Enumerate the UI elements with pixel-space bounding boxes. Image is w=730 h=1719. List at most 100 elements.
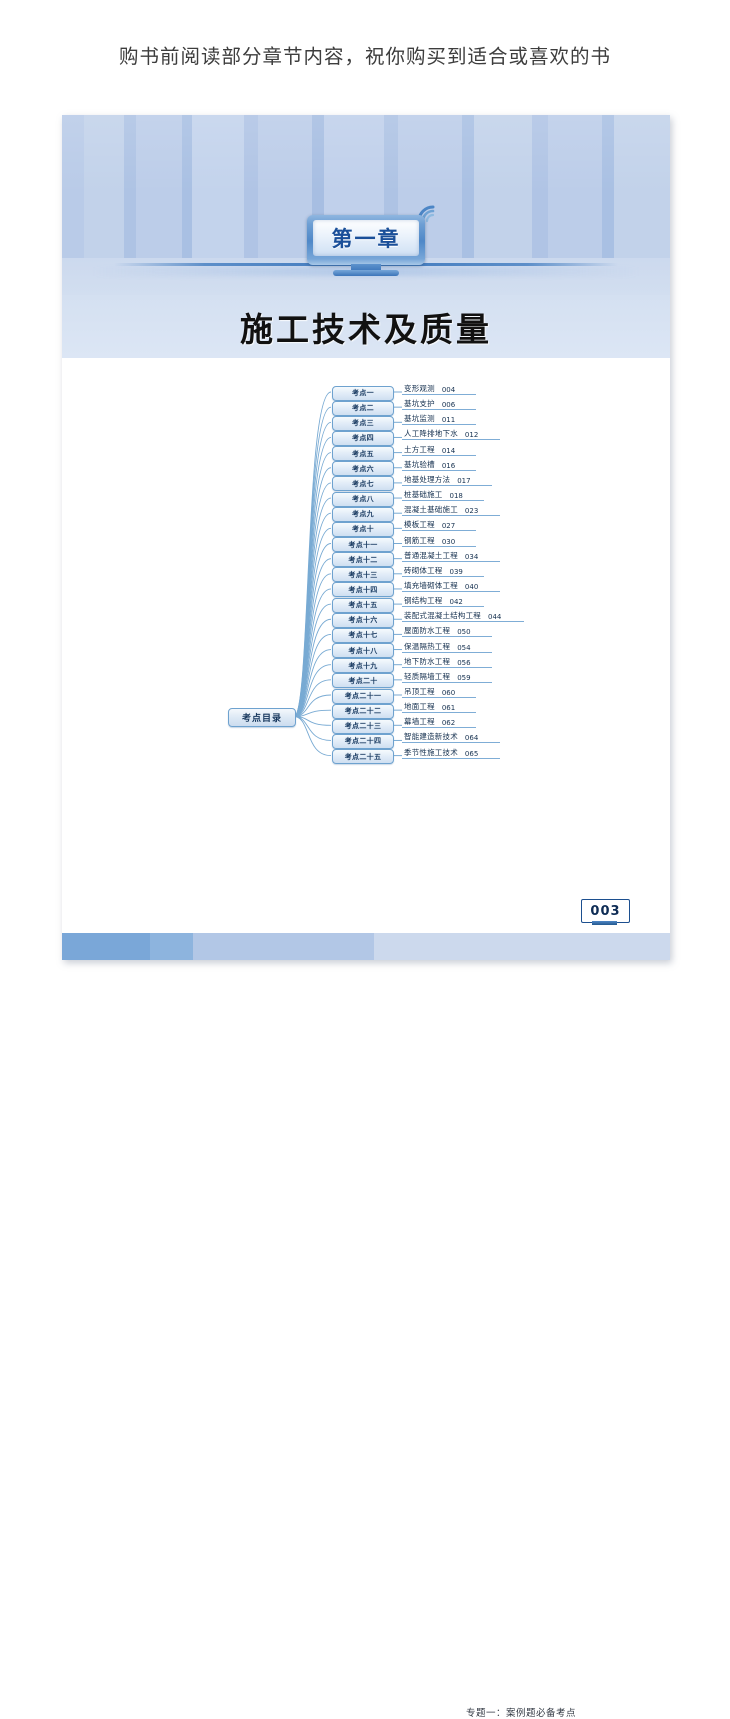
branch-key-label: 考点一 (352, 388, 374, 397)
branch-key-label: 考点二十一 (344, 691, 382, 700)
mindmap-leaf-10[interactable]: 模板工程 027 (402, 517, 476, 532)
mindmap-branch-chip-1[interactable]: 考点一 (332, 385, 394, 401)
branch-key-label: 考点十七 (348, 630, 378, 640)
mindmap-branch-chip-2[interactable]: 考点二 (332, 400, 394, 416)
mindmap-branch-chip-12[interactable]: 考点十二 (332, 552, 394, 568)
monitor-base (333, 270, 399, 276)
leaf-topic-label: 地下防水工程 (404, 656, 451, 666)
branch-key-label: 考点十八 (348, 645, 378, 655)
mindmap-branch-chip-20[interactable]: 考点二十 (332, 673, 394, 689)
leaf-underline (402, 409, 476, 411)
leaf-topic-label: 钢筋工程 (404, 535, 435, 545)
footer-section-label: 专题一：案例题必备考点 (466, 1708, 577, 1719)
mindmap-leaf-6[interactable]: 基坑验槽 016 (402, 457, 476, 471)
footer-color-bar (62, 933, 670, 960)
mindmap-leaf-19[interactable]: 地下防水工程 056 (402, 654, 492, 668)
leaf-page-number: 056 (457, 658, 471, 667)
branch-key-label: 考点十一 (348, 539, 378, 549)
leaf-underline (402, 651, 492, 653)
branch-key-label: 考点十三 (348, 569, 378, 579)
leaf-page-number: 004 (441, 386, 456, 394)
leaf-page-number: 040 (464, 582, 479, 591)
mindmap-branch-chip-15[interactable]: 考点十五 (332, 597, 394, 613)
branch-key-label: 考点二十 (348, 675, 378, 685)
mindmap-branch-chip-23[interactable]: 考点二十三 (332, 718, 394, 734)
leaf-topic-label: 基坑验槽 (404, 459, 435, 469)
leaf-page-number: 062 (441, 719, 456, 728)
mindmap-leaf-2[interactable]: 基坑支护 006 (402, 396, 476, 411)
mindmap-branch-chip-4[interactable]: 考点四 (332, 430, 394, 446)
mindmap-branch-chip-9[interactable]: 考点九 (332, 506, 394, 522)
branch-key-label: 考点二 (352, 403, 374, 413)
leaf-underline (402, 469, 476, 471)
branch-key-label: 考点十九 (348, 660, 378, 670)
mindmap-branch-chip-13[interactable]: 考点十三 (332, 567, 394, 583)
leaf-page-number: 016 (441, 461, 456, 470)
branch-key-label: 考点七 (352, 478, 374, 488)
mindmap-branch-chip-6[interactable]: 考点六 (332, 461, 394, 477)
chapter-header: 第一章 施工技术及质量 (62, 115, 670, 358)
leaf-page-number: 060 (441, 689, 456, 697)
leaf-topic-label: 季节性施工技术 (404, 747, 458, 757)
chapter-monitor-graphic: 第一章 (307, 205, 435, 276)
page-number-badge: 003 (581, 899, 630, 925)
leaf-underline (402, 727, 476, 729)
leaf-page-number: 054 (457, 643, 471, 652)
mindmap-branch-chip-16[interactable]: 考点十六 (332, 612, 394, 628)
leaf-underline (402, 560, 500, 562)
leaf-topic-label: 地面工程 (404, 702, 435, 712)
branch-key-label: 考点三 (352, 418, 374, 428)
leaf-topic-label: 模板工程 (404, 520, 435, 530)
leaf-topic-label: 砖砌体工程 (404, 565, 443, 575)
mindmap-branch-chip-19[interactable]: 考点十九 (332, 658, 394, 674)
mindmap-branch-chip-24[interactable]: 考点二十四 (332, 733, 394, 749)
leaf-underline (402, 439, 500, 441)
mindmap-root-node[interactable]: 考点目录 (228, 708, 296, 727)
mindmap-leaf-21[interactable]: 吊顶工程 060 (402, 684, 476, 698)
mindmap-branch-chip-17[interactable]: 考点十七 (332, 627, 394, 643)
branch-key-label: 考点二十三 (344, 721, 382, 731)
mindmap-branch-chip-25[interactable]: 考点二十五 (332, 749, 394, 765)
mindmap-branch-chip-10[interactable]: 考点十 (332, 521, 394, 537)
mindmap-branch-chip-21[interactable]: 考点二十一 (332, 688, 394, 704)
leaf-page-number: 030 (441, 537, 456, 546)
monitor-frame: 第一章 (307, 215, 425, 265)
mindmap-branch-chip-14[interactable]: 考点十四 (332, 582, 394, 598)
mindmap-branch-chip-7[interactable]: 考点七 (332, 476, 394, 492)
mindmap-branch-chip-3[interactable]: 考点三 (332, 415, 394, 431)
mindmap-leaf-11[interactable]: 钢筋工程 030 (402, 533, 476, 547)
mindmap-branch-chip-22[interactable]: 考点二十二 (332, 703, 394, 719)
mindmap-branch-chip-11[interactable]: 考点十一 (332, 537, 394, 552)
leaf-underline (402, 545, 476, 547)
leaf-page-number: 006 (441, 401, 456, 410)
leaf-topic-label: 基坑支护 (404, 399, 435, 409)
leaf-topic-label: 智能建造新技术 (404, 732, 458, 742)
mindmap-branch-chip-18[interactable]: 考点十八 (332, 643, 394, 659)
leaf-page-number: 034 (464, 552, 479, 561)
leaf-topic-label: 吊顶工程 (404, 687, 435, 696)
leaf-page-number: 027 (441, 522, 456, 531)
mindmap-branch-chip-5[interactable]: 考点五 (332, 446, 394, 462)
mindmap-branch-chip-8[interactable]: 考点八 (332, 491, 394, 507)
leaf-page-number: 012 (464, 431, 479, 440)
